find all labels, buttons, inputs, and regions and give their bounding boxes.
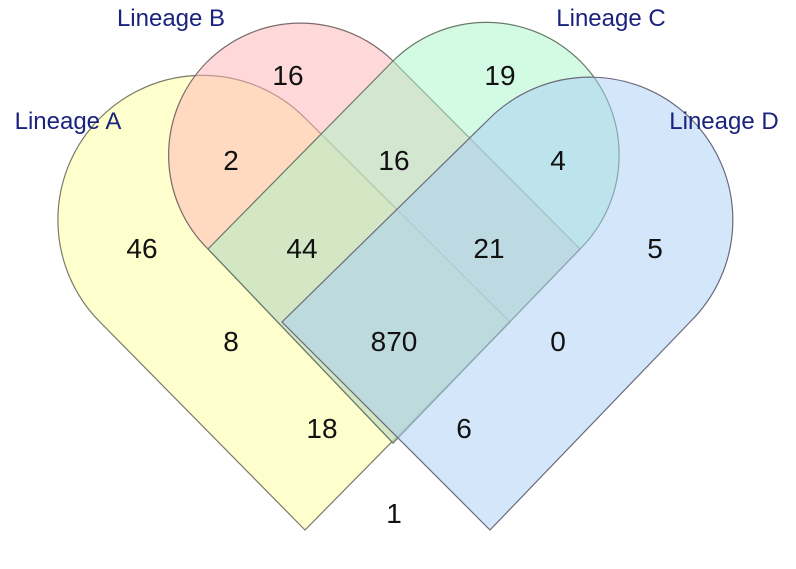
count-ad: 1 (386, 498, 402, 529)
count-acd: 18 (306, 413, 337, 444)
set-labels: Lineage A Lineage B Lineage C Lineage D (15, 5, 779, 135)
count-abd: 6 (456, 413, 472, 444)
set-label-d: Lineage D (669, 108, 778, 135)
region-counts: 46 16 19 5 2 16 4 44 21 8 870 0 18 6 1 (126, 60, 662, 529)
set-shape-lineage-d (281, 76, 734, 531)
count-d-only: 5 (647, 233, 663, 264)
set-label-c: Lineage C (556, 5, 665, 32)
count-abc: 44 (286, 233, 317, 264)
count-b-only: 16 (272, 60, 303, 91)
count-abcd: 870 (371, 326, 418, 357)
count-ab: 2 (223, 145, 239, 176)
count-ac: 8 (223, 326, 239, 357)
count-bc: 16 (378, 145, 409, 176)
set-label-a: Lineage A (15, 108, 122, 135)
set-label-b: Lineage B (117, 5, 225, 32)
count-bd: 0 (550, 326, 566, 357)
count-cd: 4 (550, 145, 566, 176)
count-a-only: 46 (126, 233, 157, 264)
count-c-only: 19 (484, 60, 515, 91)
set-shapes (57, 21, 734, 531)
count-bcd: 21 (473, 233, 504, 264)
